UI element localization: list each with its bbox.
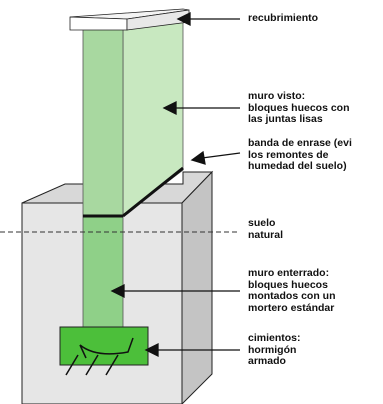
label-cap: recubrimiento <box>248 12 319 24</box>
buried-wall <box>82 215 124 329</box>
label-ground: suelo natural <box>248 217 284 241</box>
leader-arrows <box>110 11 241 358</box>
foundation-block <box>59 326 149 366</box>
arrowhead <box>144 342 159 358</box>
label-buried-wall: muro enterrado: bloques huecos montados … <box>248 267 336 314</box>
cap-front <box>69 16 128 31</box>
label-visible-wall: muro visto: bloques huecos con las junta… <box>248 90 350 125</box>
label-foundation: cimientos: hormigón armado <box>248 332 301 367</box>
arrowhead <box>190 150 206 165</box>
visible-wall-front <box>82 25 124 217</box>
arrowhead <box>176 11 191 27</box>
rebar <box>65 337 134 376</box>
label-leveling-band: banda de enrase (evi los remontes de hum… <box>248 137 352 172</box>
soil-side <box>181 170 213 404</box>
leveling-band-side <box>122 166 184 218</box>
arrowhead <box>110 283 125 299</box>
arrowhead <box>162 100 177 116</box>
cap-stone <box>69 8 190 31</box>
